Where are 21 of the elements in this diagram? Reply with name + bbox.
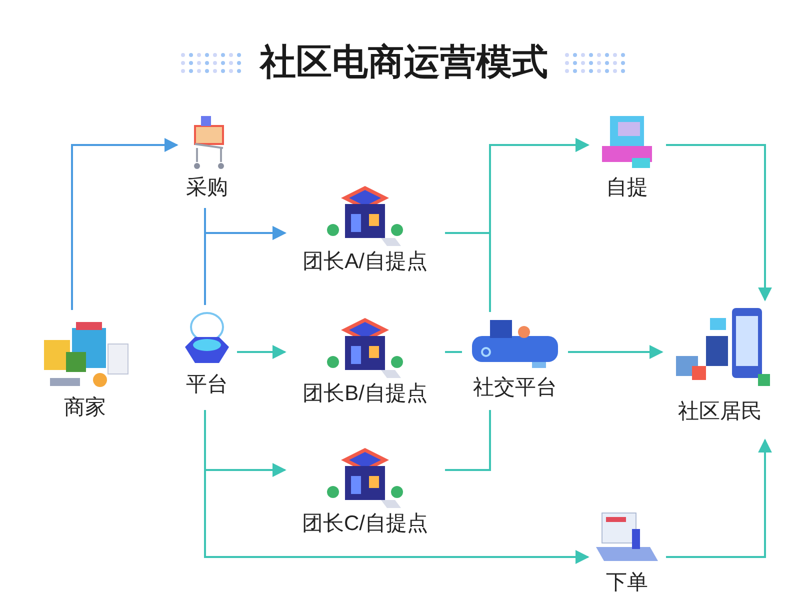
arrow [204, 410, 590, 564]
connector-line [445, 410, 491, 471]
node-label: 团长C/自提点 [302, 511, 428, 537]
arrow [666, 438, 772, 558]
arrow [204, 226, 286, 305]
arrow [237, 345, 286, 359]
node-label: 下单 [606, 570, 648, 596]
arrow [71, 138, 178, 310]
node-label: 商家 [64, 395, 106, 421]
node-label: 团长A/自提点 [302, 249, 428, 275]
node-label: 平台 [186, 372, 228, 398]
node-label: 采购 [186, 175, 228, 201]
connector-line [445, 351, 462, 353]
node-label: 社交平台 [473, 375, 557, 401]
node-label: 团长B/自提点 [302, 381, 428, 407]
arrow [568, 345, 664, 359]
node-label: 社区居民 [678, 399, 762, 425]
arrow [489, 138, 590, 312]
arrow [666, 144, 772, 302]
node-label: 自提 [606, 175, 648, 201]
diagram-title: 社区电商运营模式 [260, 41, 548, 85]
